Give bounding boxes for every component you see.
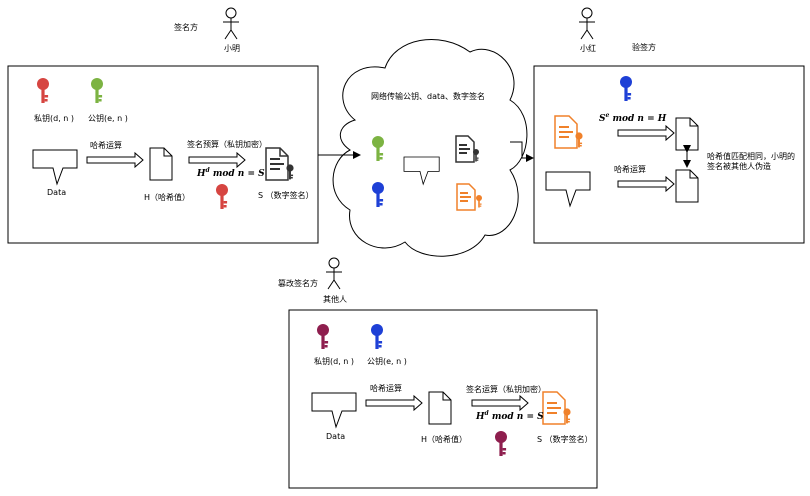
orange-signature-document-icon <box>542 391 571 425</box>
tamper-hash-value-label: H（哈希值） <box>421 435 468 444</box>
tamper-hash-op-label: 哈希运算 <box>370 384 402 393</box>
signer-actor-icon <box>222 7 240 40</box>
verify-note-line1: 哈希值匹配相同，小明的 <box>707 152 795 161</box>
computed-hash-document-icon <box>675 169 699 203</box>
tamper-actor-icon <box>325 257 343 290</box>
hash-document-icon <box>428 391 452 425</box>
orange-signature-document-icon <box>456 183 482 211</box>
verify-note-line2: 签名被其他人伪造 <box>707 162 771 171</box>
tamper-public-key-label: 公钥(e, n ) <box>367 357 407 366</box>
orange-signature-document-icon <box>554 115 583 149</box>
signature-label: S （数字签名） <box>258 191 314 200</box>
verifier-name-label: 小红 <box>580 44 596 53</box>
verifier-role-label: 验签方 <box>632 43 656 52</box>
tamper-name-label: 其他人 <box>323 295 347 304</box>
data-label: Data <box>47 188 67 197</box>
cloud-label: 网络传输公钥、data、数字签名 <box>371 92 486 101</box>
to-verifier-arrow <box>510 141 534 162</box>
hash-value-label: H（哈希值） <box>144 193 191 202</box>
tamper-role-label: 篡改签名方 <box>278 279 318 288</box>
hash-document-icon <box>149 147 173 181</box>
decrypted-hash-document-icon <box>675 117 699 151</box>
tamper-sign-formula: Hd mod n = S <box>476 410 544 422</box>
signer-name-label: 小明 <box>224 44 240 53</box>
signature-document-icon <box>265 147 294 181</box>
sign-op-label: 签名预算（私钥加密） <box>187 140 267 149</box>
tamper-data-label: Data <box>326 432 346 441</box>
sign-formula: Hd mod n = S <box>197 167 265 179</box>
network-cloud <box>332 39 528 257</box>
tamper-signature-label: S （数字签名） <box>537 435 593 444</box>
tamper-sign-op-label: 签名运算（私钥加密） <box>466 385 546 394</box>
verify-formula: Se mod n = H <box>599 112 667 124</box>
tamper-private-key-label: 私钥(d, n ) <box>314 357 355 366</box>
private-key-label: 私钥(d, n ) <box>34 114 75 123</box>
verifier-actor-icon <box>578 7 596 40</box>
hash-op-label: 哈希运算 <box>90 141 122 150</box>
verifier-panel <box>533 65 805 244</box>
signer-role-label: 签名方 <box>174 23 198 32</box>
public-key-label: 公钥(e, n ) <box>88 114 128 123</box>
signature-document-icon <box>455 135 479 163</box>
verify-hash-op-label: 哈希运算 <box>614 165 646 174</box>
